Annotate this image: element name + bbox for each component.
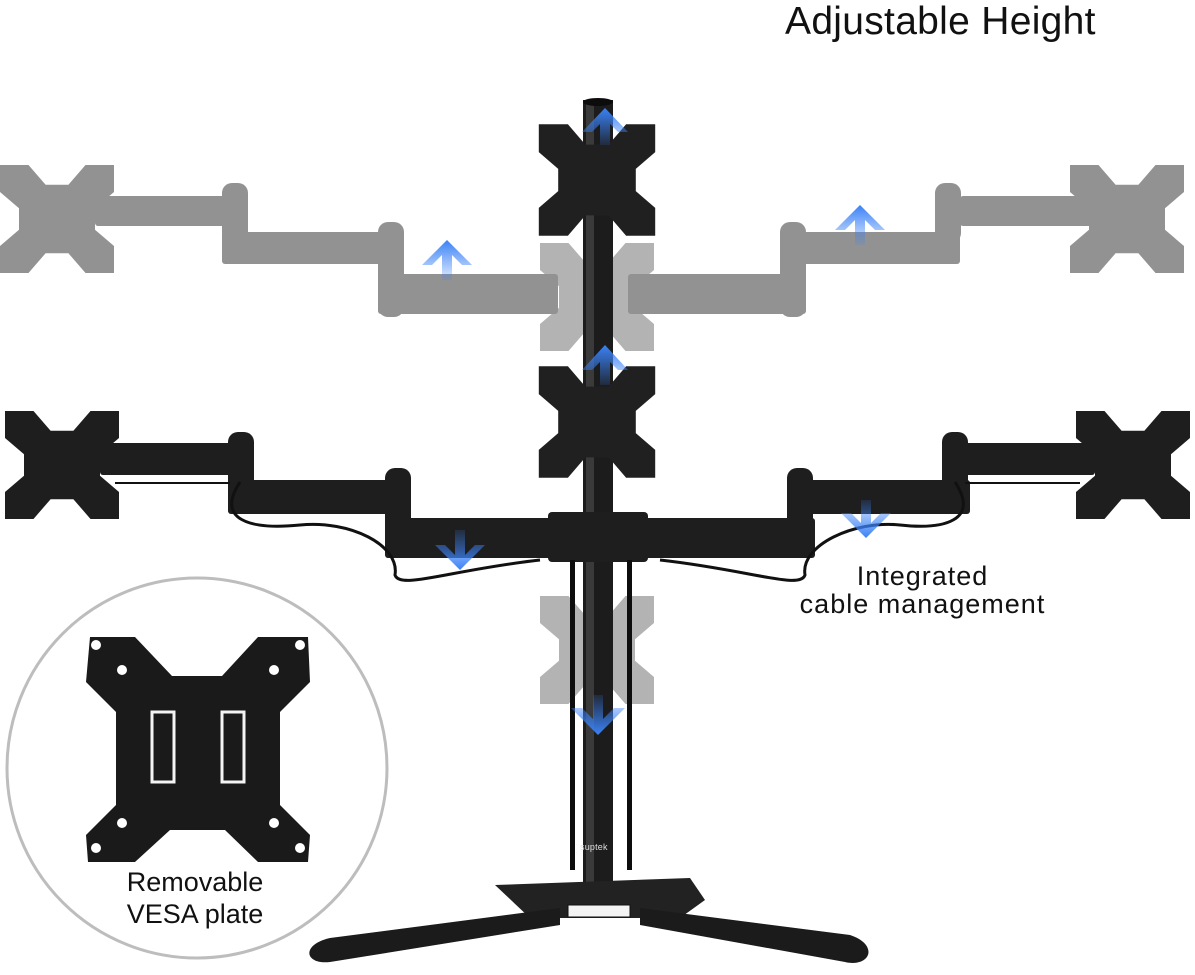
left-upper-arm-up-arrow — [422, 240, 472, 280]
vesa-caption-line1: Removable — [126, 867, 264, 897]
cable-caption-line1: Integrated — [856, 561, 989, 591]
cable-management-caption: Integrated cable management — [780, 562, 1065, 618]
vesa-plate-caption: Removable VESA plate — [95, 866, 295, 930]
pole-top-up-arrow — [582, 108, 628, 145]
black-lower-configuration — [4, 411, 1190, 870]
right-upper-arm-up-arrow — [835, 205, 885, 245]
center-plate-up-arrow — [582, 345, 628, 385]
height-adjust-arrows — [422, 108, 891, 735]
headline-adjustable-height: Adjustable Height — [785, 0, 1096, 43]
vesa-plate-closeup — [86, 637, 310, 862]
right-lower-arm-down-arrow — [841, 500, 891, 538]
vesa-caption-line2: VESA plate — [126, 899, 264, 929]
brand-logo: suptek — [580, 842, 608, 852]
vesa-plate-inset — [5, 576, 389, 960]
left-lower-arm-down-arrow — [435, 530, 485, 570]
pole-lower-down-arrow — [571, 695, 625, 735]
stand-base — [309, 878, 869, 963]
cable-caption-line2: cable management — [799, 589, 1046, 619]
ghost-upper-configuration — [0, 165, 1184, 704]
